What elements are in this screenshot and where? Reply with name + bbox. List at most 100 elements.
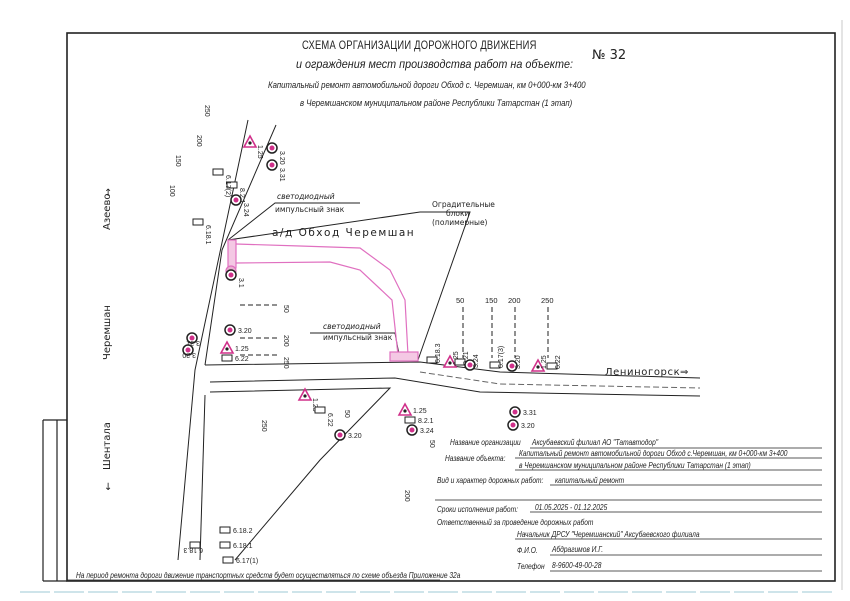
road-sign: 6.22 xyxy=(221,354,249,363)
sign-center-icon xyxy=(509,363,515,369)
sign-code-label: 3.24 xyxy=(420,428,434,435)
sign-code-label: 1.25 xyxy=(311,398,318,412)
sign-code-label: 3.31 xyxy=(523,410,537,417)
sign-code-label: 1.25 xyxy=(453,351,460,365)
plate-sign-icon xyxy=(219,526,231,534)
plate-sign-icon xyxy=(404,416,416,424)
sign-code-label: 1.25 xyxy=(413,408,427,415)
period-label: Сроки исполнения работ: xyxy=(437,504,518,514)
road-sign: 8.2.1 xyxy=(404,416,434,425)
sign-code-label: 6.22 xyxy=(235,356,249,363)
sign-code-label: 6.18.1 xyxy=(233,543,253,550)
distance-label: 50 xyxy=(456,296,464,305)
road-sign: 1.25 xyxy=(219,340,249,354)
plate-sign-icon xyxy=(454,358,466,366)
road-sign: 3.24 xyxy=(406,424,434,436)
road-sign: 3.20 xyxy=(506,355,522,372)
worker-icon xyxy=(303,394,307,398)
distance-label: 250 xyxy=(541,296,554,305)
road-sign: 6.18.2 xyxy=(219,526,253,535)
sign-code-label: 3.20 xyxy=(182,351,196,358)
direction-west-label: Черемшан xyxy=(102,305,113,360)
drawing-frame xyxy=(20,20,843,593)
sign-code-label: 1.25 xyxy=(256,145,263,159)
plate-sign-icon xyxy=(212,168,224,176)
road-sign: 1.25 xyxy=(397,402,427,416)
road-sign: 3.1 xyxy=(225,269,244,288)
road-sign: 1.25 xyxy=(530,355,548,372)
side-distance-label: 200 xyxy=(403,490,410,502)
arrow-up-icon: ↑ xyxy=(104,188,112,199)
footer-note: На период ремонта дороги движение трансп… xyxy=(76,570,461,580)
arrow-right-icon: ⇒ xyxy=(680,367,688,378)
road-sign: 6.18.1 xyxy=(192,218,211,245)
sign-code-label: 6.22 xyxy=(555,355,562,369)
arrow-down-icon: ↓ xyxy=(104,482,112,493)
sign-code-label: 8.2.1 xyxy=(418,418,434,425)
info-table-lines xyxy=(67,447,822,581)
sign-center-icon xyxy=(269,162,275,168)
barrier-label-2: блоки xyxy=(446,209,470,218)
road-sign: 3.20 xyxy=(266,142,285,165)
barrier-label-3: (полимерные) xyxy=(432,218,488,227)
barrier-label-1: Оградительные xyxy=(432,200,495,209)
side-distance-label: 250 xyxy=(282,357,289,369)
sign-code-label: 6.22 xyxy=(326,413,333,427)
plate-sign-icon xyxy=(189,541,201,549)
road-name-label: а/д Обход Черемшан xyxy=(272,227,415,239)
road-sign: 8.2.1 xyxy=(226,181,245,204)
sign-center-icon xyxy=(233,197,239,203)
road-sign: 6.22 xyxy=(546,355,562,370)
led-sign-label-1a: светодиодный xyxy=(277,192,335,201)
road-sign: 3.20 xyxy=(182,344,196,358)
object-title-line2: в Черемшанском муниципальном районе Респ… xyxy=(300,98,573,109)
plate-sign-icon xyxy=(314,406,326,414)
road-sign: 1.25 xyxy=(242,134,263,159)
scheme-number: № 32 xyxy=(592,48,627,63)
worker-icon xyxy=(448,361,452,365)
side-distance-label: 50 xyxy=(343,410,350,418)
side-distance-label: 50 xyxy=(428,440,435,448)
page-title: СХЕМА ОРГАНИЗАЦИИ ДОРОЖНОГО ДВИЖЕНИЯ xyxy=(302,38,537,52)
sign-code-label: 6.17(2) xyxy=(224,175,231,197)
side-distance-label: 200 xyxy=(282,335,289,347)
road-sign: 3.31 xyxy=(266,159,285,182)
sign-center-icon xyxy=(228,272,234,278)
road-sign: 6.18.1 xyxy=(219,541,253,550)
plate-sign-icon xyxy=(489,361,501,369)
work-type-label: Вид и характер дорожных работ: xyxy=(437,475,544,485)
worker-icon xyxy=(536,365,540,369)
road-sign: 3.20 xyxy=(507,419,535,431)
sign-code-label: 6.18.3 xyxy=(183,546,203,553)
page-subtitle: и ограждения мест производства работ на … xyxy=(296,57,574,71)
side-distance-label: 200 xyxy=(195,135,202,147)
sign-code-label: 3.20 xyxy=(238,328,252,335)
road-sign: 6.17(2) xyxy=(212,168,231,197)
side-distance-label: 50 xyxy=(282,305,289,313)
sign-code-label: 3.20 xyxy=(515,355,522,369)
road-sign: 3.31 xyxy=(186,332,200,346)
sign-code-label: 3.20 xyxy=(348,433,362,440)
sign-center-icon xyxy=(467,362,473,368)
sign-center-icon xyxy=(189,335,195,341)
org-value: Аксубаевский филиал АО "Татавтодор" xyxy=(532,437,659,447)
sign-code-label: 6.17(1) xyxy=(236,558,258,565)
sign-code-label: 3.31 xyxy=(278,168,285,182)
plate-sign-icon xyxy=(426,356,438,364)
sign-code-label: 3.31 xyxy=(186,339,200,346)
plate-sign-icon xyxy=(226,181,238,189)
sign-center-icon xyxy=(510,422,516,428)
sign-code-label: 3.20 xyxy=(521,423,535,430)
road-sign: 1.25 xyxy=(442,351,460,368)
road-sign: 3.31 xyxy=(509,406,537,418)
org-label: Название организации xyxy=(450,437,521,447)
object-value-1: Капитальный ремонт автомобильной дороги … xyxy=(519,448,788,458)
object-title-line1: Капитальный ремонт автомобильной дороги … xyxy=(268,80,586,91)
led-sign-label-2a: светодиодный xyxy=(323,322,381,331)
sign-center-icon xyxy=(269,145,275,151)
side-distance-label: 100 xyxy=(168,185,175,197)
direction-north-label: Азеево xyxy=(102,194,113,230)
road-sign: 8.21 xyxy=(454,351,470,366)
worker-icon xyxy=(225,347,229,351)
